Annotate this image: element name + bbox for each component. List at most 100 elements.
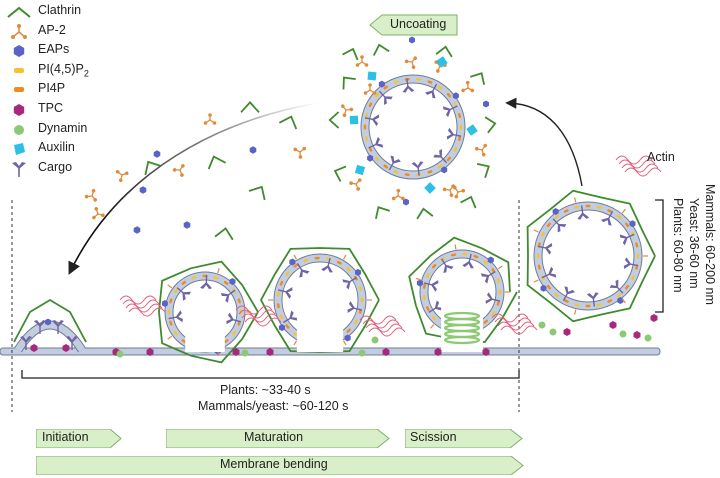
neck-mask (185, 312, 225, 352)
clathrin-icon (469, 72, 486, 86)
legend-label-dynamin: Dynamin (38, 120, 88, 135)
pip2-icon (453, 146, 458, 152)
tpc-icon (62, 344, 70, 352)
size-label-mammals: Mammals: 60-200 nm (703, 184, 717, 305)
time-label-mammals-yeast: Mammals/yeast: ~60-120 s (198, 399, 349, 413)
size-label-plants: Plants: 60-80 nm (671, 198, 685, 293)
cargo-icon (623, 257, 639, 270)
eaps-icon (278, 324, 285, 332)
pip2-icon (213, 276, 219, 280)
eaps-icon (139, 186, 147, 194)
pip2-icon (279, 314, 284, 320)
cargo-icon (441, 258, 454, 273)
pi4p-icon (451, 253, 457, 257)
cargo-icon (481, 271, 496, 284)
legend-item-tpc: TPC (4, 100, 134, 120)
pi4p-icon (427, 80, 433, 84)
pip2-icon (574, 303, 580, 307)
eaps-icon (452, 92, 459, 100)
pi4p-icon (404, 173, 410, 177)
pi4p-icon (223, 339, 229, 344)
clathrin-icon (476, 162, 490, 179)
ap2-link (533, 279, 539, 283)
uncoating-vesicle-body (360, 74, 466, 180)
clathrin-icon (278, 115, 298, 130)
dynamin-icon (14, 124, 24, 135)
auxilin-icon (14, 143, 25, 156)
clathrin-cage (158, 260, 259, 364)
pi4p-icon (446, 92, 452, 98)
phase-maturation-label: Maturation (244, 430, 304, 444)
pip2-icon (364, 113, 368, 119)
pi4p-icon (431, 263, 437, 269)
cargo-icon (462, 253, 474, 269)
auxilin-icon (424, 182, 436, 194)
ap2-icon (442, 184, 456, 197)
auxilin-icon (354, 164, 366, 176)
cargo-icon (423, 280, 439, 292)
eaps-icon (229, 278, 236, 285)
ap2-link (430, 324, 435, 329)
pi4p-icon (585, 204, 591, 208)
pit-initiation (13, 298, 87, 353)
cargo-icon (34, 320, 46, 334)
cargo-icon (321, 258, 333, 273)
pit-maturation-early (158, 260, 259, 364)
clathrin-icon (342, 76, 356, 90)
pi4p-icon (446, 156, 452, 162)
pip2-icon (374, 92, 380, 98)
ap2-link (574, 309, 577, 315)
legend-label-clathrin: Clathrin (38, 3, 82, 17)
pip2-icon (393, 80, 399, 84)
ap2-icon (340, 104, 354, 117)
free-vesicle-body (526, 189, 656, 323)
dynamin-icon (549, 328, 557, 336)
pip2-icon (636, 253, 640, 259)
cargo-icon (66, 336, 78, 350)
ap2-icon (363, 83, 377, 95)
pip2-icon (232, 330, 237, 336)
phase-maturation: Maturation (166, 429, 390, 448)
time-label-plants: Plants: ~33-40 s (220, 383, 311, 397)
clathrin-icon (416, 207, 434, 220)
ap2-icon (92, 207, 105, 220)
cargo-icon (402, 78, 415, 93)
clathrin-icon (240, 101, 260, 113)
ap2-link (415, 277, 421, 281)
pi4p-icon (546, 222, 552, 228)
eaps-icon (416, 279, 423, 287)
pip2-icon (616, 214, 622, 220)
size-bracket (655, 199, 664, 313)
clathrin-icon (333, 165, 347, 182)
pip2-icon (191, 276, 197, 280)
eaps-icon (161, 300, 168, 307)
legend-label-pip2: PI(4,5)P2 (38, 62, 89, 79)
ap2-link (574, 197, 577, 203)
ap2-link (497, 265, 503, 270)
cargo-icon (52, 320, 64, 334)
pi4p-icon (363, 124, 367, 130)
pip2-icon (437, 85, 443, 90)
ap2-link (533, 229, 539, 233)
legend-label-auxilin: Auxilin (38, 140, 75, 155)
pi4p-icon (425, 306, 430, 311)
pi4p-icon (14, 87, 24, 93)
dynamin-icon (241, 349, 249, 357)
legend-item-eaps: EAPs (4, 41, 134, 61)
cargo-icon (226, 312, 241, 325)
pip2-icon (303, 258, 309, 263)
legend-label-ap2: AP-2 (38, 22, 66, 37)
cargo-icon (388, 155, 401, 171)
pip2-icon (360, 297, 364, 303)
dynamin-icon (358, 349, 366, 357)
pip2-sub: 2 (83, 68, 89, 79)
cargo-icon (562, 286, 575, 302)
cargo-icon (537, 242, 553, 255)
pip2-icon (374, 156, 380, 162)
pi4p-icon (383, 85, 389, 90)
clathrin-icon (484, 116, 497, 134)
pip2-icon (616, 292, 622, 298)
cargo-icon (12, 161, 26, 177)
dynamin-icon (371, 336, 379, 344)
eaps-icon (403, 198, 409, 206)
